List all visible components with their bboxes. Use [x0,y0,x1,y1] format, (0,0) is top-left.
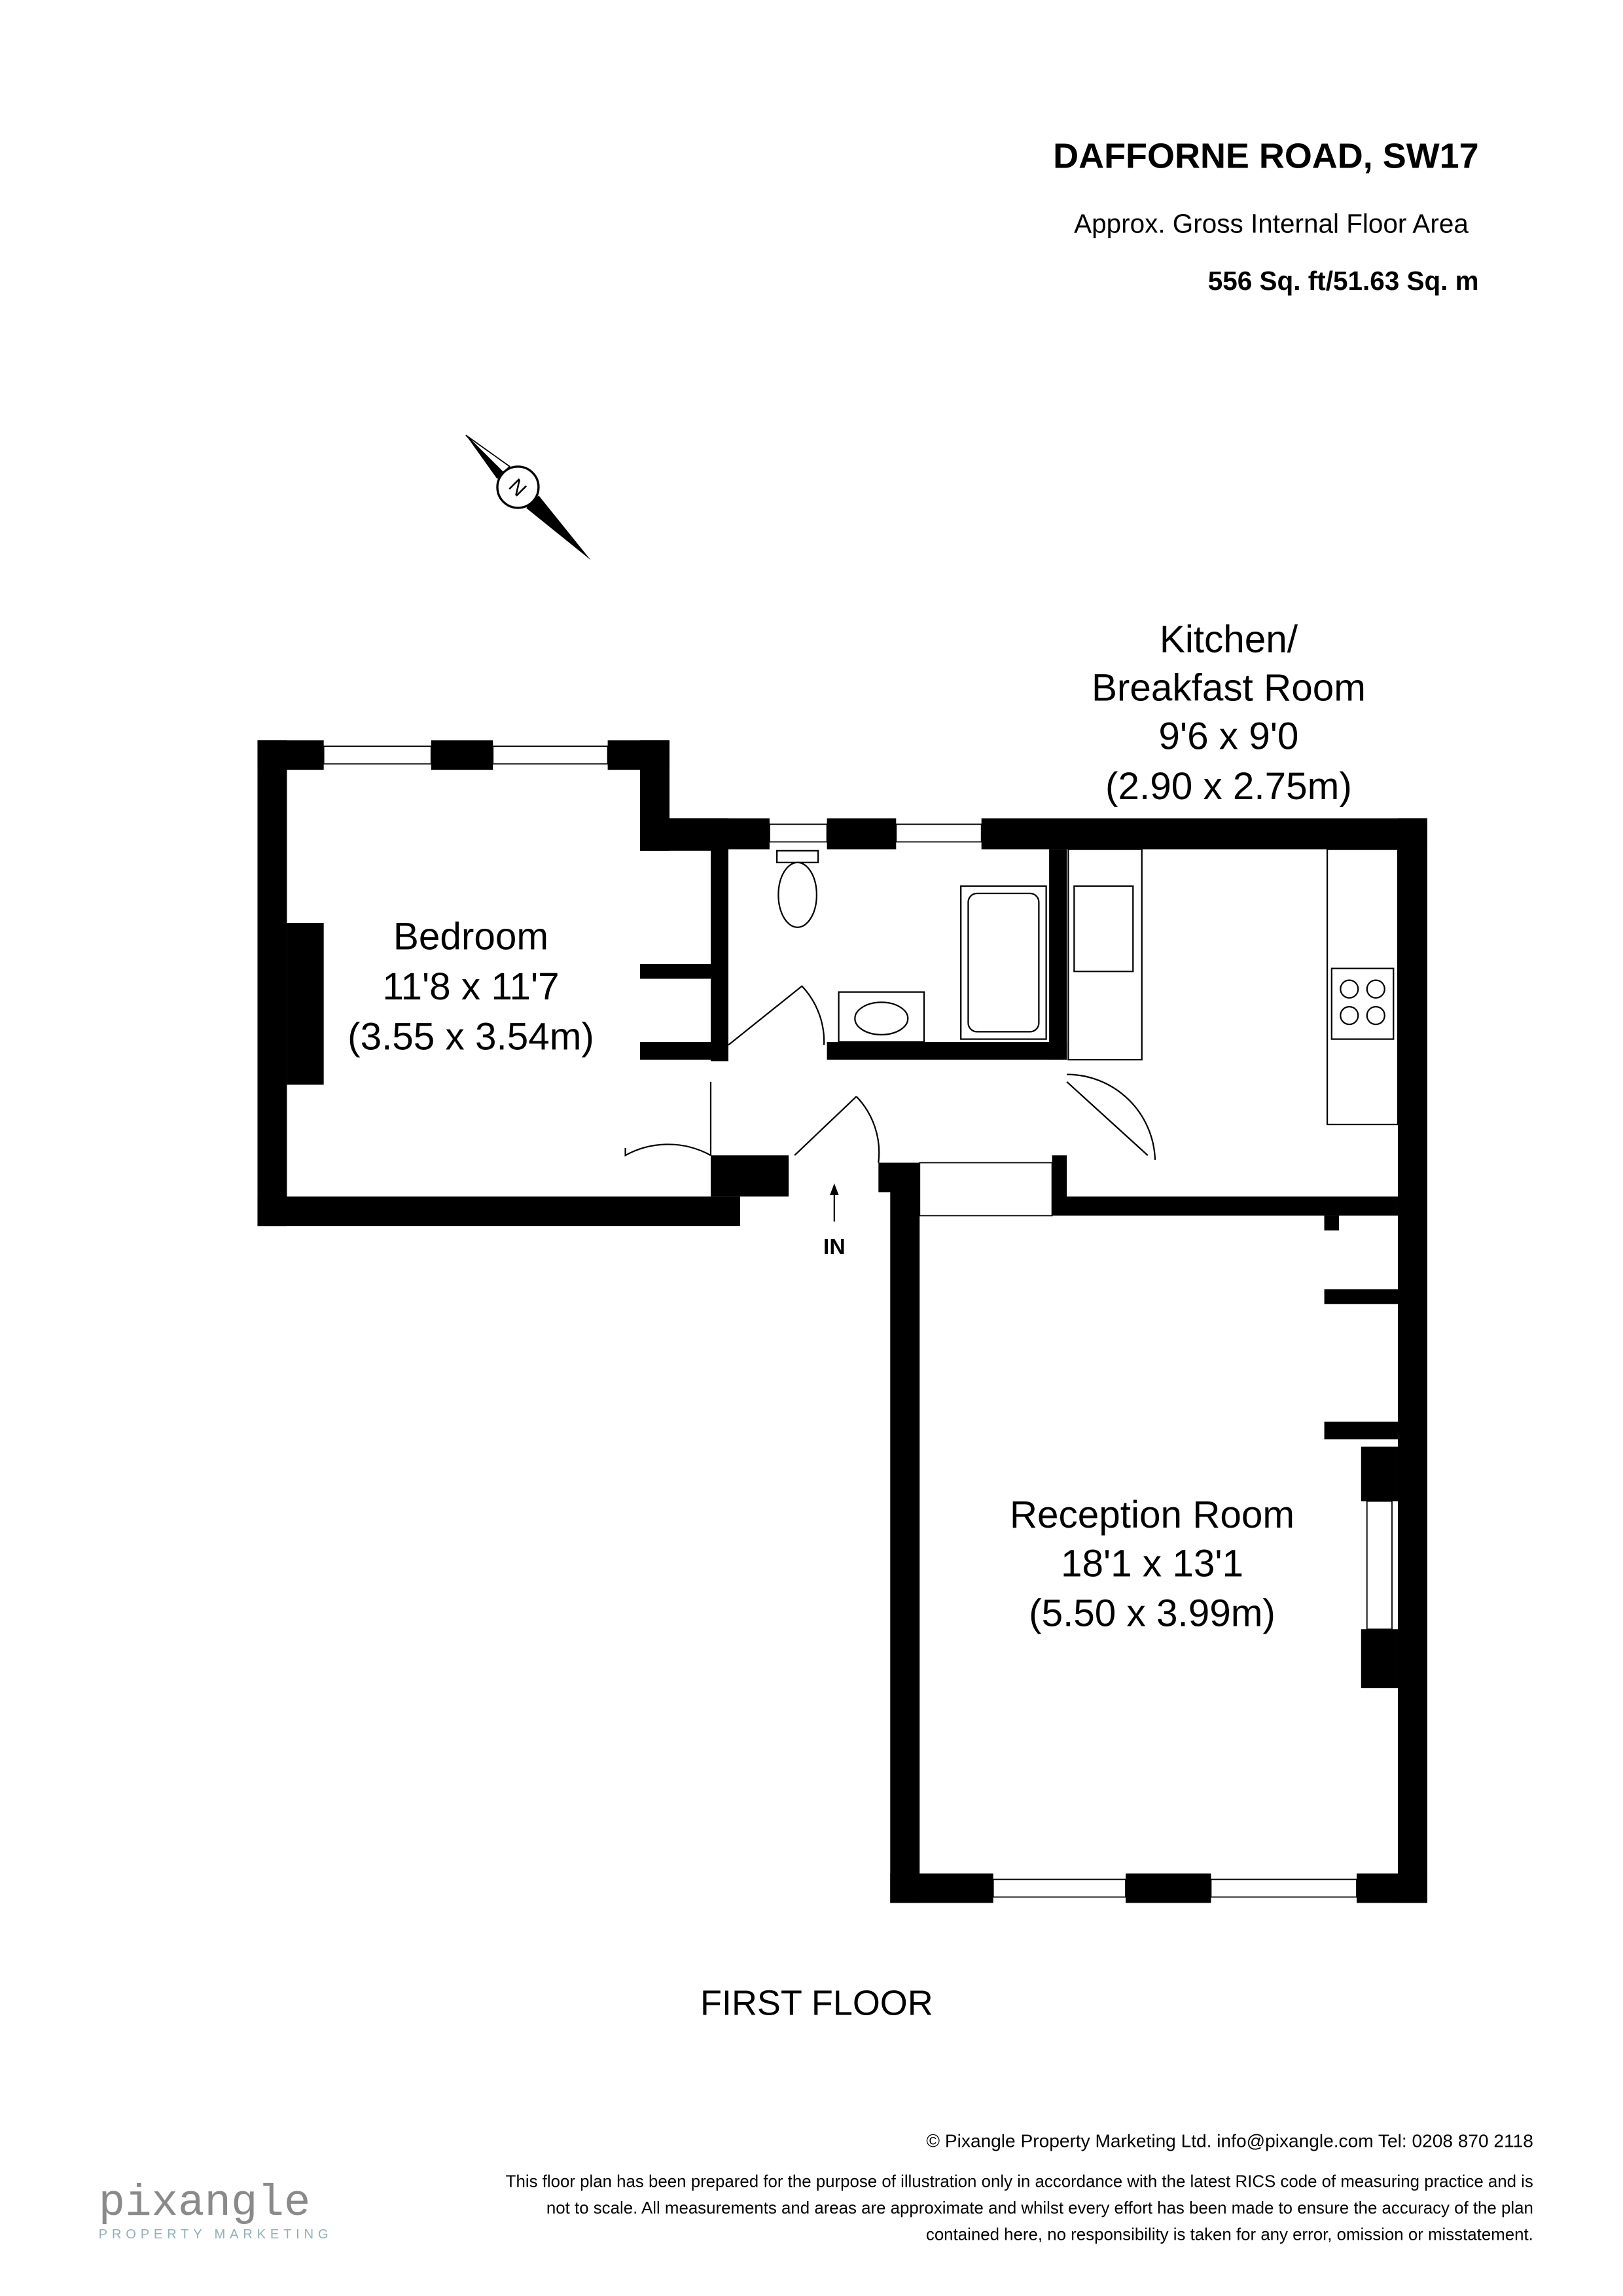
basin-icon [838,991,925,1043]
compass-icon: N [465,435,591,560]
entrance-arrow-icon [830,1183,839,1222]
area-label: Approx. Gross Internal Floor Area [1074,208,1469,238]
kitchen-counter [1067,848,1399,1126]
room-dims-metric: (5.50 x 3.99m) [1029,1592,1275,1635]
walls [257,740,1427,1903]
logo-tagline: PROPERTY MARKETING [99,2227,333,2242]
fixtures [776,848,1399,1126]
room-name: Bedroom [393,915,548,958]
disclaimer-line-2: not to scale. All measurements and areas… [546,2199,1533,2217]
windows [323,745,1393,1898]
bathtub-icon [960,885,1047,1040]
room-dims-imperial: 9'6 x 9'0 [1158,715,1298,758]
room-bedroom: Bedroom 11'8 x 11'7 (3.55 x 3.54m) [348,915,594,1058]
floor-label: FIRST FLOOR [700,1983,933,2022]
copyright-text: © Pixangle Property Marketing Ltd. info@… [926,2131,1533,2151]
room-name-line2: Breakfast Room [1092,666,1366,709]
property-address: DAFFORNE ROAD, SW17 [1053,137,1478,176]
entrance-label: IN [823,1234,846,1259]
room-dims-metric: (2.90 x 2.75m) [1105,765,1352,808]
disclaimer-line-1: This floor plan has been prepared for th… [506,2172,1533,2191]
toilet-icon [776,850,819,928]
room-reception: Reception Room 18'1 x 13'1 (5.50 x 3.99m… [1010,1494,1294,1635]
pixangle-logo: pixangle PROPERTY MARKETING [99,2179,333,2242]
logo-wordmark: pixangle [99,2179,311,2229]
room-dims-metric: (3.55 x 3.54m) [348,1015,594,1058]
room-kitchen: Kitchen/ Breakfast Room 9'6 x 9'0 (2.90 … [1092,618,1366,808]
room-name-line1: Kitchen/ [1160,618,1298,660]
doors [624,985,1156,1163]
disclaimer-line-3: contained here, no responsibility is tak… [926,2225,1533,2244]
room-dims-imperial: 11'8 x 11'7 [382,965,559,1008]
room-dims-imperial: 18'1 x 13'1 [1061,1542,1243,1585]
room-name: Reception Room [1010,1494,1294,1536]
area-value: 556 Sq. ft/51.63 Sq. m [1208,266,1479,296]
hob-icon [1330,967,1395,1040]
